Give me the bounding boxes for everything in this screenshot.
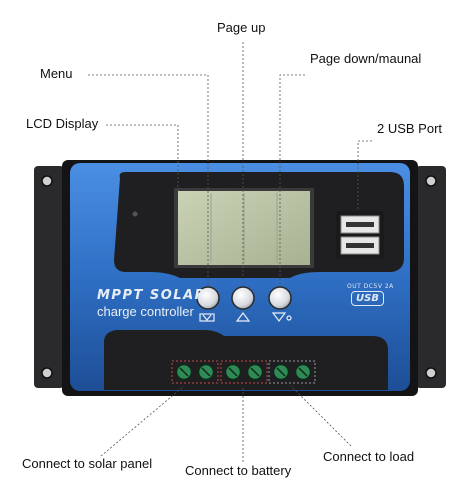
- brand-subtitle: charge controller: [97, 304, 194, 319]
- label-load: Connect to load: [323, 449, 415, 464]
- label-menu: Menu: [40, 66, 73, 81]
- mounting-ear-right: [416, 166, 446, 388]
- mounting-ear-left: [34, 166, 64, 388]
- label-lcd-display: LCD Display: [26, 116, 99, 131]
- menu-symbol-icon: [199, 313, 215, 322]
- label-battery: Connect to battery: [185, 463, 292, 478]
- page-down-button[interactable]: [268, 286, 292, 310]
- screw-hole-icon: [41, 175, 53, 187]
- leader-page-down: [279, 74, 305, 286]
- screw-hole-icon: [41, 367, 53, 379]
- lcd-display: [174, 188, 314, 268]
- label-page-up: Page up: [217, 20, 266, 35]
- leader-menu: [88, 74, 209, 286]
- controller-body: [62, 160, 418, 396]
- indicator-led-icon: [132, 211, 138, 217]
- label-page-down: Page down/maunal: [310, 51, 422, 66]
- leader-solar: [100, 385, 185, 457]
- leader-usb: [357, 140, 372, 211]
- screw-hole-icon: [425, 367, 437, 379]
- leader-lines: [88, 42, 372, 462]
- usb-ports: [336, 211, 384, 259]
- down-arrow-icon: [271, 312, 292, 322]
- page-up-button[interactable]: [231, 286, 255, 310]
- label-usb-port: 2 USB Port: [377, 121, 443, 136]
- menu-button[interactable]: [196, 286, 220, 310]
- usb-spec-text: OUT DC5V 2A: [347, 283, 394, 290]
- up-arrow-icon: [235, 312, 251, 322]
- usb-badge: USB: [351, 291, 384, 306]
- label-solar-panel: Connect to solar panel: [22, 456, 153, 471]
- screw-hole-icon: [425, 175, 437, 187]
- leader-lcd: [106, 124, 179, 192]
- brand-title: MPPT SOLAR: [97, 288, 207, 303]
